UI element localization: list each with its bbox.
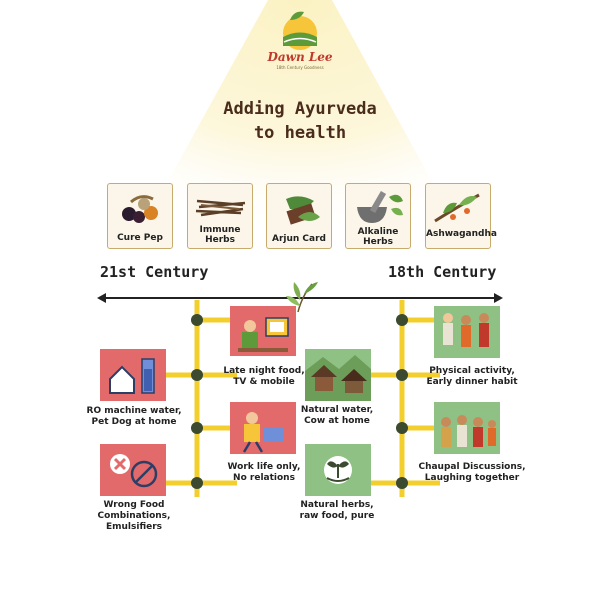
panel-natural-herbs-raw-food xyxy=(305,444,371,496)
panel-chaupal-discussions xyxy=(434,402,500,454)
caption-chaupal-discussions: Chaupal Discussions, Laughing together xyxy=(418,462,526,483)
title-line-1: Adding Ayurveda xyxy=(223,99,377,119)
product-label: Immune Herbs xyxy=(199,225,241,245)
house-icon xyxy=(109,365,135,394)
caption-late-night-food-tv: Late night food, TV & mobile xyxy=(223,366,305,387)
panel-ro-water-pet-dog xyxy=(100,349,166,401)
caption-work-life-only: Work life only, No relations xyxy=(227,462,301,483)
product-label: Cure Pep xyxy=(117,233,163,243)
product-card-cure-pep: Cure Pep xyxy=(107,183,173,249)
product-label: Ashwagandha xyxy=(426,229,497,239)
product-card-ashwagandha: Ashwagandha xyxy=(425,183,497,249)
bark-leaves-icon xyxy=(286,196,320,225)
panel-natural-water-cow xyxy=(305,349,371,401)
roots-icon xyxy=(195,199,246,217)
prohibited-icon xyxy=(130,460,158,488)
era-label-18th-century: 18th Century xyxy=(388,263,497,281)
panel-wrong-food-combinations xyxy=(100,444,166,496)
berries-icon xyxy=(122,195,158,223)
caption-ro-water-pet-dog: RO machine water, Pet Dog at home xyxy=(86,406,182,427)
product-card-alkaline-herbs: Alkaline Herbs xyxy=(345,183,411,249)
panel-work-life-only xyxy=(230,402,296,454)
product-card-immune-herbs: Immune Herbs xyxy=(187,183,253,249)
villager-icon xyxy=(443,313,453,323)
product-card-arjun-card: Arjun Card xyxy=(266,183,332,249)
brand-tagline: 18th Century Goodness xyxy=(276,65,324,70)
product-label: Arjun Card xyxy=(272,234,326,244)
brand-name: Dawn Lee xyxy=(267,50,333,64)
sun-leaf-logo-icon xyxy=(283,11,317,50)
product-label: Alkaline Herbs xyxy=(357,227,399,247)
leaf-sprig-icon xyxy=(286,282,318,313)
panel-late-night-food-tv xyxy=(230,306,296,356)
panel-physical-activity xyxy=(434,306,500,358)
title-line-2: to health xyxy=(253,123,347,143)
mortar-pestle-icon xyxy=(357,190,403,223)
era-label-21st-century: 21st Century xyxy=(100,263,209,281)
caption-wrong-food-combinations: Wrong Food Combinations, Emulsifiers xyxy=(97,500,171,532)
group-icon xyxy=(441,417,451,427)
hut-icon xyxy=(315,375,333,391)
caption-natural-water-cow: Natural water, Cow at home xyxy=(300,405,374,426)
person-icon xyxy=(244,320,256,332)
worker-icon xyxy=(246,412,258,424)
ashwagandha-plant-icon xyxy=(434,193,480,223)
timeline-nodes xyxy=(191,314,408,489)
caption-natural-herbs-raw-food: Natural herbs, raw food, pure xyxy=(299,500,375,521)
page-title: Adding Ayurveda to health xyxy=(195,97,405,145)
caption-physical-activity: Physical activity, Early dinner habit xyxy=(426,366,518,387)
